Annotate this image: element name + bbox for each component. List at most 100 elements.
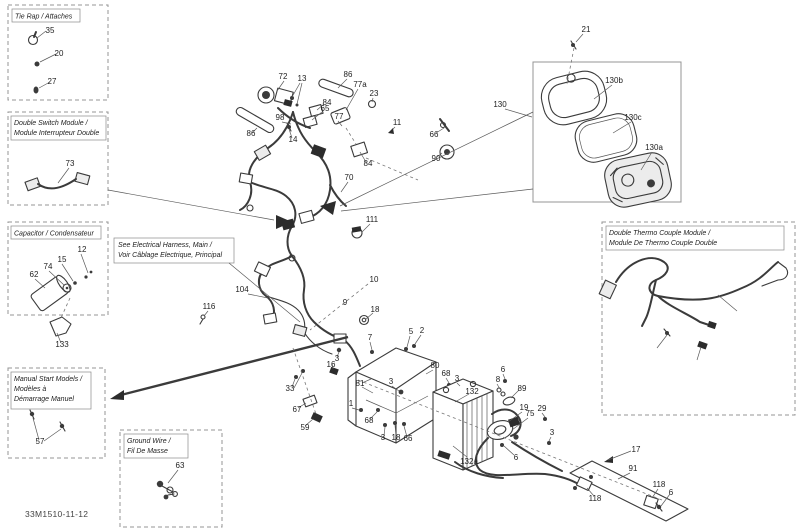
part-callout-67: 67 — [293, 405, 302, 414]
part-callout-3: 3 — [381, 433, 386, 442]
battery-132 — [432, 378, 494, 471]
clamp-89 — [502, 396, 516, 406]
part-callout-130a: 130a — [645, 143, 663, 152]
starter-rod — [110, 335, 349, 400]
part-callout-10: 10 — [370, 275, 379, 284]
part-callout-3: 3 — [455, 374, 460, 383]
part-callout-6: 6 — [514, 453, 519, 462]
arrow-11 — [388, 128, 394, 134]
part-callout-130: 130 — [493, 100, 507, 109]
sensor-90 — [439, 144, 455, 160]
fastener-27 — [33, 86, 39, 94]
capacitor-title: Capacitor / Condensateur — [14, 231, 94, 238]
part-callout-73: 73 — [66, 159, 75, 168]
part-callout-77: 77 — [335, 112, 344, 121]
part-callout-68: 68 — [442, 369, 451, 378]
sheet-code: 33M1510-11-12 — [25, 509, 88, 519]
part-callout-118: 118 — [589, 494, 602, 503]
part-callout-5: 5 — [409, 327, 414, 336]
part-callout-35: 35 — [46, 26, 55, 35]
connector-84b — [350, 141, 369, 158]
double-switch-title-2: Module Interrupteur Double — [14, 130, 99, 137]
module-130a — [604, 152, 672, 208]
part-callout-33: 33 — [286, 384, 295, 393]
part-callout-118: 118 — [653, 480, 666, 489]
part-callout-9: 9 — [343, 298, 348, 307]
tie-rap-title: Tie Rap / Attaches — [15, 14, 73, 21]
fastener-20 — [34, 61, 40, 67]
dashed-guide-lines — [59, 47, 663, 501]
part-callout-16: 16 — [327, 360, 336, 369]
part-callout-7: 7 — [368, 333, 373, 342]
part-callout-75: 75 — [526, 409, 535, 418]
sensor-111 — [351, 226, 363, 239]
starter-cluster — [454, 379, 581, 486]
manual-start-title-3: Démarrage Manuel — [14, 396, 74, 403]
switch-cable-part — [24, 172, 91, 192]
part-callout-98: 98 — [276, 113, 285, 122]
cable-75 — [491, 408, 522, 437]
cover-ring-130b — [540, 70, 608, 126]
part-callout-72: 72 — [279, 72, 288, 81]
exploded-arrow-right — [320, 201, 336, 215]
part-callout-130c: 130c — [624, 113, 641, 122]
ground-wire-box: Ground Wire / Fil De Masse — [119, 429, 223, 528]
manual-start-bolts — [29, 409, 66, 432]
part-callout-77a: 77a — [353, 80, 367, 89]
thermo-couple-box: Double Thermo Couple Module / Module De … — [598, 221, 796, 416]
part-callout-89: 89 — [518, 384, 527, 393]
part-callout-19: 19 — [520, 403, 529, 412]
part-callout-59: 59 — [301, 423, 310, 432]
harness-note-box: See Electrical Harness, Main / Voir Câbl… — [113, 237, 235, 264]
part-callout-116: 116 — [203, 302, 216, 311]
part-callout-6: 6 — [669, 488, 674, 497]
connector-67 — [302, 394, 318, 408]
bracket-132a — [437, 450, 451, 460]
wire-98 — [277, 107, 311, 129]
part-callout-1: 1 — [349, 399, 354, 408]
tie-wrap-part — [27, 31, 39, 46]
part-callout-15: 15 — [58, 255, 67, 264]
part-callout-3: 3 — [335, 354, 340, 363]
part-callout-29: 29 — [538, 404, 547, 413]
part-callout-132a: 132a — [460, 457, 478, 466]
part-callout-84: 84 — [323, 98, 332, 107]
wire-70 — [329, 184, 347, 207]
thermo-title-1: Double Thermo Couple Module / — [609, 230, 711, 237]
bracket-118-left — [573, 475, 593, 492]
module-130-box — [532, 40, 682, 208]
part-callout-17: 17 — [632, 445, 641, 454]
part-callout-23: 23 — [370, 89, 379, 98]
part-callout-104: 104 — [235, 285, 249, 294]
exploded-arrow-left — [276, 215, 292, 229]
callout-leader-lines — [32, 30, 738, 507]
clip-116 — [199, 314, 206, 325]
part-callout-90: 90 — [432, 154, 441, 163]
strip-86-left — [235, 106, 275, 134]
ground-wire-part — [156, 480, 178, 500]
part-callout-20: 20 — [55, 49, 64, 58]
part-callout-86: 86 — [247, 129, 256, 138]
part-callout-27: 27 — [48, 77, 57, 86]
part-callout-84: 84 — [364, 159, 373, 168]
switch-cluster — [235, 78, 455, 160]
part-callout-14: 14 — [289, 135, 298, 144]
grommet-18 — [358, 314, 370, 326]
part-callout-68: 68 — [365, 416, 374, 425]
connector-77a — [330, 107, 351, 125]
part-callout-13: 13 — [298, 74, 307, 83]
box-leader-lines — [107, 108, 534, 323]
screw-21 — [570, 40, 577, 50]
part-callout-2: 2 — [420, 326, 425, 335]
capacitor-box: Capacitor / Condensateur — [7, 221, 109, 337]
harness-note-title-1: See Electrical Harness, Main / — [118, 242, 213, 249]
part-callout-57: 57 — [36, 437, 45, 446]
part-callout-11: 11 — [393, 118, 402, 127]
part-callout-111: 111 — [366, 215, 379, 224]
double-switch-box: Double Switch Module / Module Interrupte… — [7, 111, 109, 206]
part-callout-66: 66 — [430, 130, 439, 139]
part-callout-74: 74 — [44, 262, 53, 271]
strip-86-top — [318, 78, 354, 98]
bolt-66 — [439, 118, 450, 132]
